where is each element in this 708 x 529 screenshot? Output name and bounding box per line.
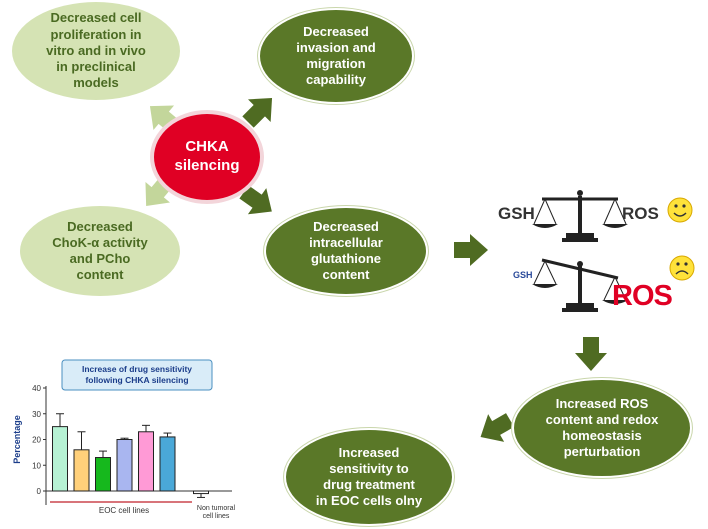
chart-y-tick-label: 10 (32, 461, 41, 470)
unbalanced-scale-icon (532, 258, 628, 312)
chart-bar (73, 449, 90, 492)
node-invasion: Decreased invasion and migration capabil… (258, 8, 414, 104)
node-proliferation-text: Decreased cell proliferation in vitro an… (46, 10, 146, 91)
chart-y-tick-label: 40 (32, 384, 41, 393)
node-drug-sensitivity: Increased sensitivity to drug treatment … (284, 428, 454, 526)
balance-ros-label: ROS (622, 204, 659, 223)
arrow-to-glutathione (239, 185, 272, 215)
node-chka-text: CHKA silencing (174, 138, 240, 174)
chart-bar (193, 490, 209, 495)
arrow-to-sensitivity (480, 413, 514, 442)
node-proliferation: Decreased cell proliferation in vitro an… (12, 2, 180, 100)
node-glutathione: Decreased intracellular glutathione cont… (264, 206, 428, 296)
balanced-scale-icon (532, 190, 628, 242)
chart-y-tick-label: 30 (32, 410, 41, 419)
balance-gsh-label: GSH (498, 204, 535, 223)
node-sensitivity-text: Increased sensitivity to drug treatment … (315, 444, 423, 509)
chart-bar (116, 439, 133, 492)
chart-group-label-eoc: EOC cell lines (99, 506, 149, 515)
chart-bar (138, 431, 154, 492)
arrow-to-invasion (242, 97, 273, 128)
node-invasion-text: Decreased invasion and migration capabil… (296, 23, 376, 88)
chart-y-tick-label: 0 (37, 487, 42, 496)
arrow-to-ros-content (575, 337, 607, 371)
chart-bar (52, 426, 68, 492)
node-chok-text: Decreased ChoK-α activity and PCho conte… (52, 218, 148, 283)
node-chka-silencing: CHKA silencing (150, 110, 264, 204)
chart-title-box (61, 359, 213, 391)
node-ros-content: Increased ROS content and redox homeosta… (512, 378, 692, 478)
node-ros-content-text: Increased ROS content and redox homeosta… (545, 395, 659, 460)
unbalanced-ros-label: ROS (612, 280, 673, 312)
sad-face-icon (669, 255, 695, 281)
node-glutathione-text: Decreased intracellular glutathione cont… (309, 218, 383, 283)
chart-bar (95, 457, 111, 492)
happy-face-icon (667, 197, 693, 223)
arrow-to-balance (454, 234, 488, 266)
chart-bar (159, 436, 176, 492)
chart-y-tick-label: 20 (32, 436, 41, 445)
unbalanced-gsh-label: GSH (513, 270, 533, 280)
chart-y-label: Percentage (12, 415, 22, 464)
node-chok-activity: Decreased ChoK-α activity and PCho conte… (20, 206, 180, 296)
